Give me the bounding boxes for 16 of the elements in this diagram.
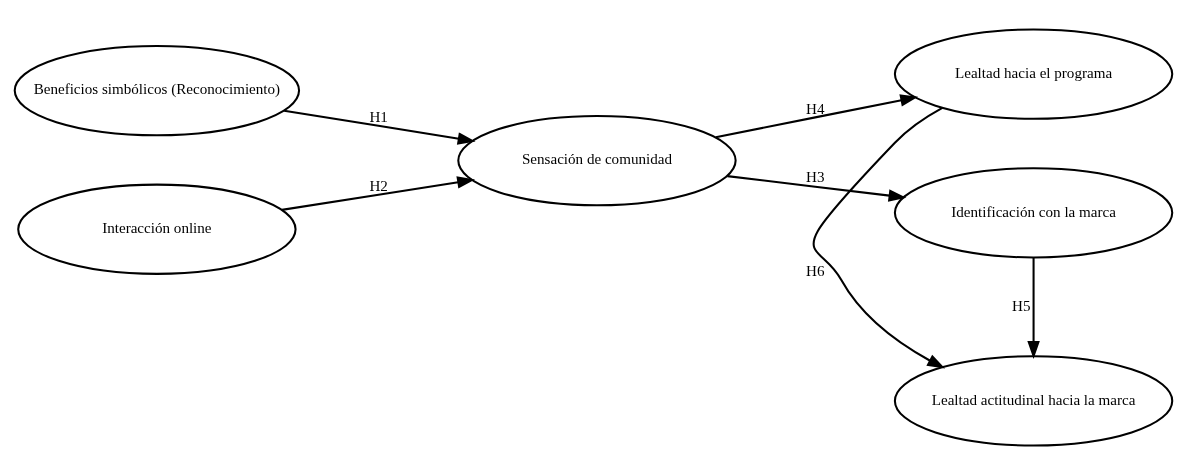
edge-label: H2	[369, 177, 388, 194]
arrow	[281, 176, 476, 211]
node-ellipse: Identificación con la marca	[893, 167, 1174, 259]
edge-label: H3	[806, 169, 825, 186]
edge-label: H5	[1011, 297, 1031, 314]
arrow	[715, 94, 919, 139]
node-ellipse: Interacción online	[17, 183, 297, 275]
node-ellipse: Lealtad hacia el programa	[893, 28, 1174, 120]
arrow	[284, 109, 476, 145]
edge-label: H6	[806, 262, 825, 279]
arrow	[727, 175, 907, 202]
node-ellipse: Beneficios simbólicos (Reconocimiento)	[13, 44, 301, 137]
edge-label: H1	[369, 108, 388, 125]
edge-label: H4	[806, 100, 825, 117]
arrow	[1027, 257, 1040, 359]
arrow	[812, 107, 946, 369]
